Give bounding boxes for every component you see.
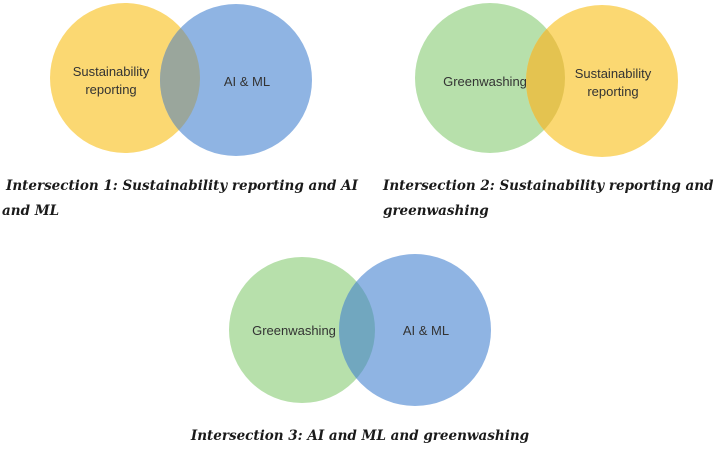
venn-3: Greenwashing AI & ML — [229, 254, 491, 406]
label-sustainability-2: reporting — [85, 82, 136, 97]
label-sustainability: Sustainability — [73, 64, 150, 79]
label-greenwashing: Greenwashing — [443, 74, 527, 89]
caption-2-line-1: Intersection 2: Sustainability reporting… — [383, 178, 714, 194]
circle-ai-ml — [339, 254, 491, 406]
label-ai-ml: AI & ML — [224, 74, 270, 89]
circle-ai-ml — [160, 4, 312, 156]
circle-greenwashing — [415, 3, 565, 153]
venn-2: Greenwashing Sustainability reporting — [415, 3, 678, 157]
caption-2: Intersection 2: Sustainability reporting… — [383, 174, 713, 224]
circle-sustainability — [50, 3, 200, 153]
caption-1-line-1: Intersection 1: Sustainability reporting… — [6, 178, 358, 194]
caption-1-line-2: and ML — [2, 203, 60, 219]
circle-greenwashing — [229, 257, 375, 403]
label-greenwashing: Greenwashing — [252, 323, 336, 338]
label-sustainability-2: reporting — [587, 84, 638, 99]
caption-1: Intersection 1: Sustainability reporting… — [2, 174, 358, 224]
label-sustainability: Sustainability — [575, 66, 652, 81]
caption-2-line-2: greenwashing — [383, 203, 489, 219]
label-ai-ml: AI & ML — [403, 323, 449, 338]
venn-1: Sustainability reporting AI & ML — [50, 3, 312, 156]
caption-3: Intersection 3: AI and ML and greenwashi… — [190, 428, 530, 444]
circle-sustainability — [526, 5, 678, 157]
